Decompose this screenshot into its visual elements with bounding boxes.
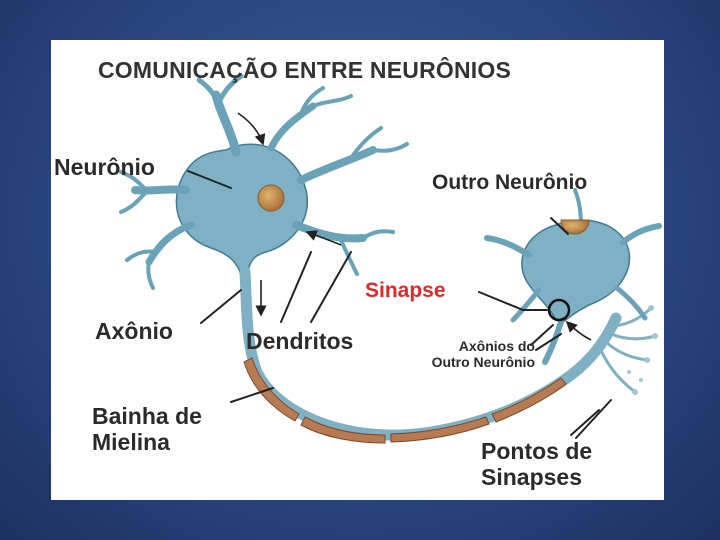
label-axonios-line1: Axônios do (458, 338, 535, 354)
label-outro-neuronio: Outro Neurônio (432, 171, 588, 194)
label-bainha-line2: Mielina (92, 429, 170, 455)
label-dendritos: Dendritos (246, 328, 354, 354)
label-neuronio: Neurônio (54, 154, 155, 180)
synapse-circle (547, 298, 571, 322)
label-bainha-line1: Bainha de (92, 403, 202, 429)
label-axonio: Axônio (95, 318, 173, 344)
label-bainha-de-mielina: Bainha de Mielina (92, 403, 202, 455)
label-axonios-line2: Outro Neurônio (431, 354, 535, 370)
other-dendrites (484, 188, 662, 365)
label-pontos-line1: Pontos de (481, 438, 593, 464)
myelin-sheath (243, 357, 567, 444)
synapse-points (627, 305, 658, 395)
other-neuron (521, 219, 631, 323)
main-nucleus (257, 184, 285, 212)
main-neuron (175, 143, 309, 276)
label-axonios-do-outro-neuronio: Axônios do Outro Neurônio (387, 338, 535, 370)
diagram-title: COMUNICAÇÃO ENTRE NEURÔNIOS (98, 57, 512, 83)
leader-lines (187, 170, 612, 439)
other-nucleus (560, 219, 590, 235)
signal-arrows (237, 112, 592, 341)
neuron-diagram-image: COMUNICAÇÃO ENTRE NEURÔNIOS Neurônio Out… (51, 40, 664, 500)
neuron-illustration (119, 73, 662, 444)
label-pontos-line2: Sinapses (481, 464, 582, 490)
label-pontos-de-sinapses: Pontos de Sinapses (481, 438, 592, 490)
label-sinapse: Sinapse (365, 279, 446, 302)
axon-terminals (597, 306, 657, 394)
main-dendrites (119, 73, 409, 290)
